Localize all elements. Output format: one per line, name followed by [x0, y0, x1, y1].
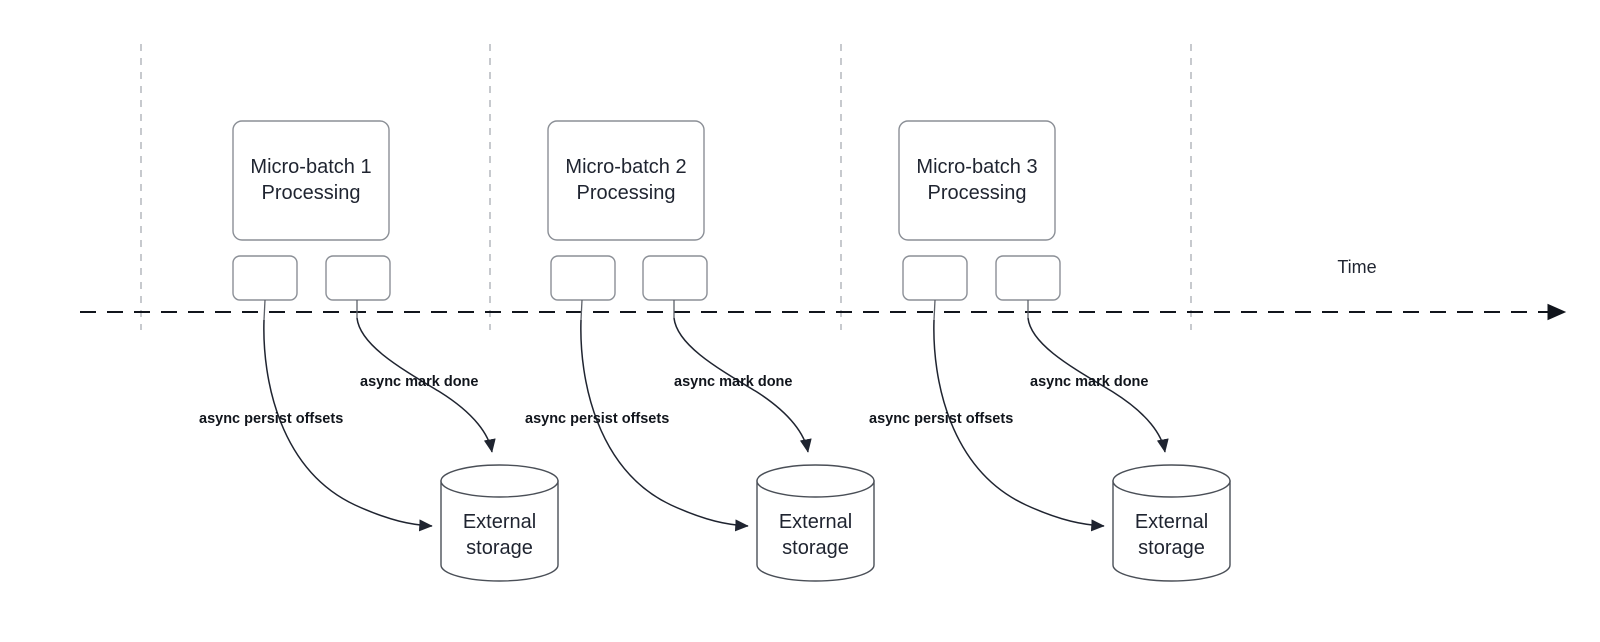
micro-batch-1-box-label-line2: Processing [262, 182, 361, 204]
micro-batch-2-box-label-line2: Processing [577, 182, 676, 204]
micro-batch-3-persist-stem [933, 299, 936, 321]
micro-batch-1-persist-stem [263, 299, 266, 321]
micro-batch-2-persist-offsets-label: async persist offsets [525, 411, 669, 427]
micro-batch-3-external-storage[interactable]: External storage [1112, 464, 1231, 582]
micro-batch-3-group: Micro-batch 3 Processing async persist o… [869, 120, 1231, 582]
micro-batch-3-box-label-line1: Micro-batch 3 [916, 156, 1037, 178]
micro-batch-2-group: Micro-batch 2 Processing async persist o… [525, 120, 875, 582]
micro-batch-2-mark-done-label: async mark done [674, 374, 792, 390]
external-storage-label-2-line2: storage [782, 537, 849, 559]
tick-line-group [140, 44, 1192, 330]
micro-batch-3-persist-offsets-label: async persist offsets [869, 411, 1013, 427]
micro-batch-2-persist-stem [580, 299, 583, 321]
micro-batch-1-mark-done-task[interactable] [325, 255, 391, 301]
external-storage-label-2-line1: External [779, 511, 852, 533]
micro-batch-1-persist-offsets-task[interactable] [232, 255, 298, 301]
micro-batch-3-mark-done-curve [1027, 317, 1169, 453]
external-storage-top-3 [1112, 464, 1231, 498]
micro-batch-3-mark-done-label: async mark done [1030, 374, 1148, 390]
external-storage-body-1 [440, 480, 559, 582]
micro-batch-2-persist-offsets-curve [580, 319, 749, 532]
micro-batch-3-persist-offsets-task[interactable] [902, 255, 968, 301]
micro-batch-3-box[interactable] [898, 120, 1056, 241]
micro-batch-3-persist-offsets-curve [933, 319, 1105, 532]
micro-batch-3-mark-done-task[interactable] [995, 255, 1061, 301]
external-storage-body-2 [756, 480, 875, 582]
external-storage-body-3 [1112, 480, 1231, 582]
external-storage-label-1-line2: storage [466, 537, 533, 559]
micro-batch-2-external-storage[interactable]: External storage [756, 464, 875, 582]
micro-batch-2-persist-offsets-task[interactable] [550, 255, 616, 301]
micro-batch-2-box[interactable] [547, 120, 705, 241]
micro-batch-1-mark-done-label: async mark done [360, 374, 478, 390]
micro-batch-2-mark-done-task[interactable] [642, 255, 708, 301]
micro-batch-1-box[interactable] [232, 120, 390, 241]
time-axis-label: Time [1337, 257, 1376, 277]
micro-batch-3-box-label-line2: Processing [928, 182, 1027, 204]
external-storage-label-3-line2: storage [1138, 537, 1205, 559]
external-storage-label-1-line1: External [463, 511, 536, 533]
micro-batch-1-mark-done-curve [356, 317, 496, 453]
micro-batch-1-box-label-line1: Micro-batch 1 [250, 156, 371, 178]
external-storage-top-2 [756, 464, 875, 498]
micro-batch-1-external-storage[interactable]: External storage [440, 464, 559, 582]
micro-batch-2-mark-done-curve [673, 317, 812, 453]
micro-batch-1-group: Micro-batch 1 Processing async persist o… [199, 120, 559, 582]
micro-batch-2-box-label-line1: Micro-batch 2 [565, 156, 686, 178]
micro-batch-1-persist-offsets-label: async persist offsets [199, 411, 343, 427]
micro-batch-1-persist-offsets-curve [263, 319, 433, 532]
external-storage-label-3-line1: External [1135, 511, 1208, 533]
external-storage-top-1 [440, 464, 559, 498]
